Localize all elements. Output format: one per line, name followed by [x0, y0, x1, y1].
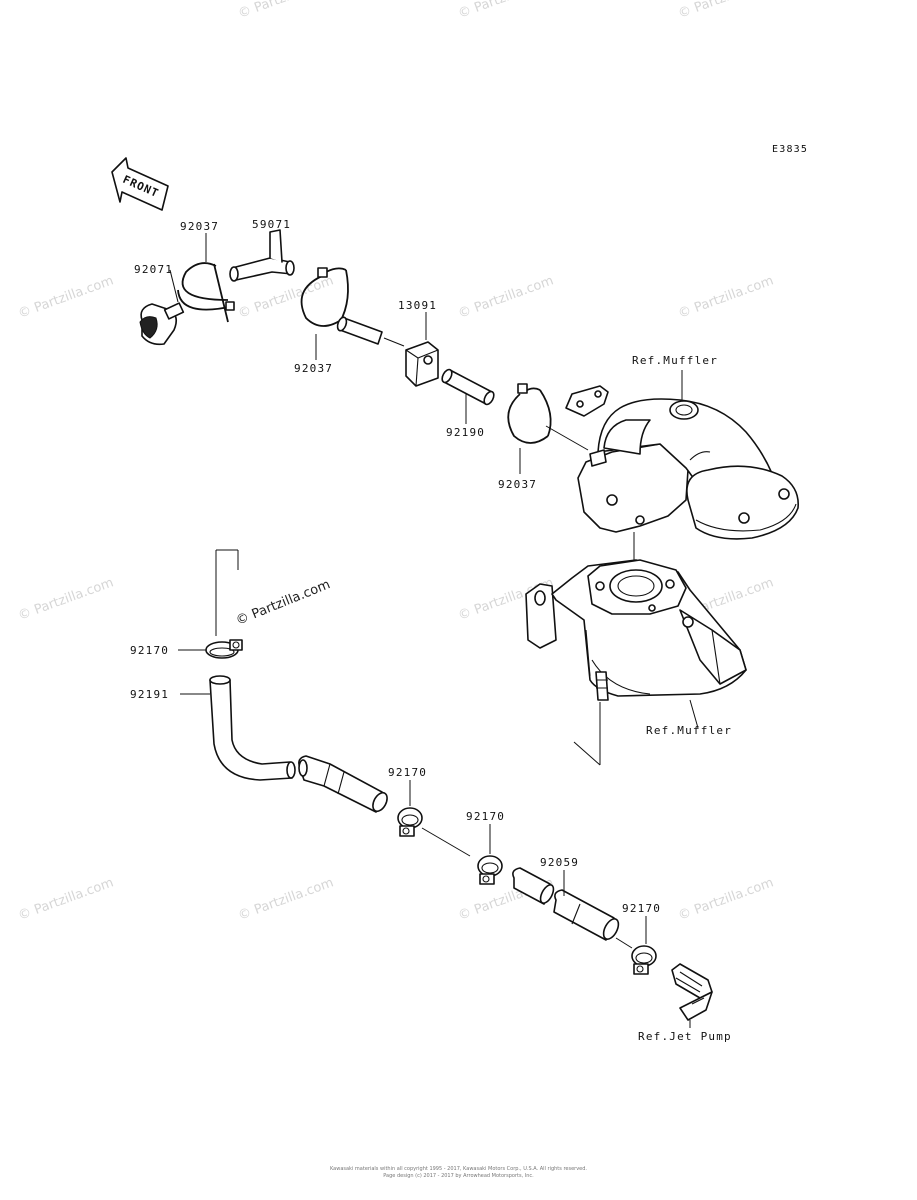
copyright-line-2: Page design (c) 2017 - 2017 by Arrowhead… [383, 1173, 534, 1179]
part-92170-clamp-b [397, 807, 423, 837]
label-92037-b: 92037 [294, 362, 333, 375]
ref-muffler-top: Ref.Muffler [632, 354, 718, 367]
copyright-footer: Kawasaki materials within all copyright … [0, 1166, 917, 1180]
watermark: © Partzilla.com [16, 273, 115, 321]
watermark: © Partzilla.com [236, 0, 335, 22]
label-92071: 92071 [134, 263, 173, 276]
diagram-code: E3835 [772, 144, 808, 155]
part-hose-short [336, 316, 383, 345]
label-92190: 92190 [446, 426, 485, 439]
watermark-dark: © Partzilla.com [234, 577, 333, 628]
watermark: © Partzilla.com [236, 273, 335, 321]
part-92037-clamp-c [507, 383, 552, 444]
part-92059-hose [512, 867, 620, 941]
watermark: © Partzilla.com [456, 0, 555, 22]
watermark: © Partzilla.com [676, 0, 775, 22]
part-92191-hose [209, 675, 296, 781]
part-92170-clamp-c [477, 855, 503, 885]
front-arrow-icon: FRONT [111, 157, 169, 211]
part-92170-clamp-d [631, 945, 657, 975]
muffler-upper [565, 385, 799, 540]
label-92170-c: 92170 [466, 810, 505, 823]
muffler-lower [525, 559, 747, 701]
watermark: © Partzilla.com [16, 875, 115, 923]
part-92037-clamp-a [177, 262, 235, 323]
copyright-line-1: Kawasaki materials within all copyright … [329, 1166, 588, 1172]
label-92059: 92059 [540, 856, 579, 869]
label-92037-c: 92037 [498, 478, 537, 491]
label-92170-b: 92170 [388, 766, 427, 779]
part-hose-segment [298, 755, 388, 813]
label-13091: 13091 [398, 299, 437, 312]
label-92170-a: 92170 [130, 644, 169, 657]
watermark: © Partzilla.com [676, 875, 775, 923]
part-13091-block [405, 341, 439, 387]
ref-jet-pump: Ref.Jet Pump [638, 1030, 732, 1043]
part-92170-clamp-a [205, 639, 243, 659]
label-92037-a: 92037 [180, 220, 219, 233]
part-59071-fitting [229, 229, 295, 282]
part-92071-plug [139, 302, 185, 346]
part-92190-pipe [441, 368, 495, 406]
watermark: © Partzilla.com [16, 575, 115, 623]
label-92191: 92191 [130, 688, 169, 701]
watermark: © Partzilla.com [676, 273, 775, 321]
label-92170-d: 92170 [622, 902, 661, 915]
watermark: © Partzilla.com [456, 273, 555, 321]
ref-muffler-bottom: Ref.Muffler [646, 724, 732, 737]
jet-pump-fitting [671, 963, 713, 1021]
watermark: © Partzilla.com [236, 875, 335, 923]
label-59071: 59071 [252, 218, 291, 231]
